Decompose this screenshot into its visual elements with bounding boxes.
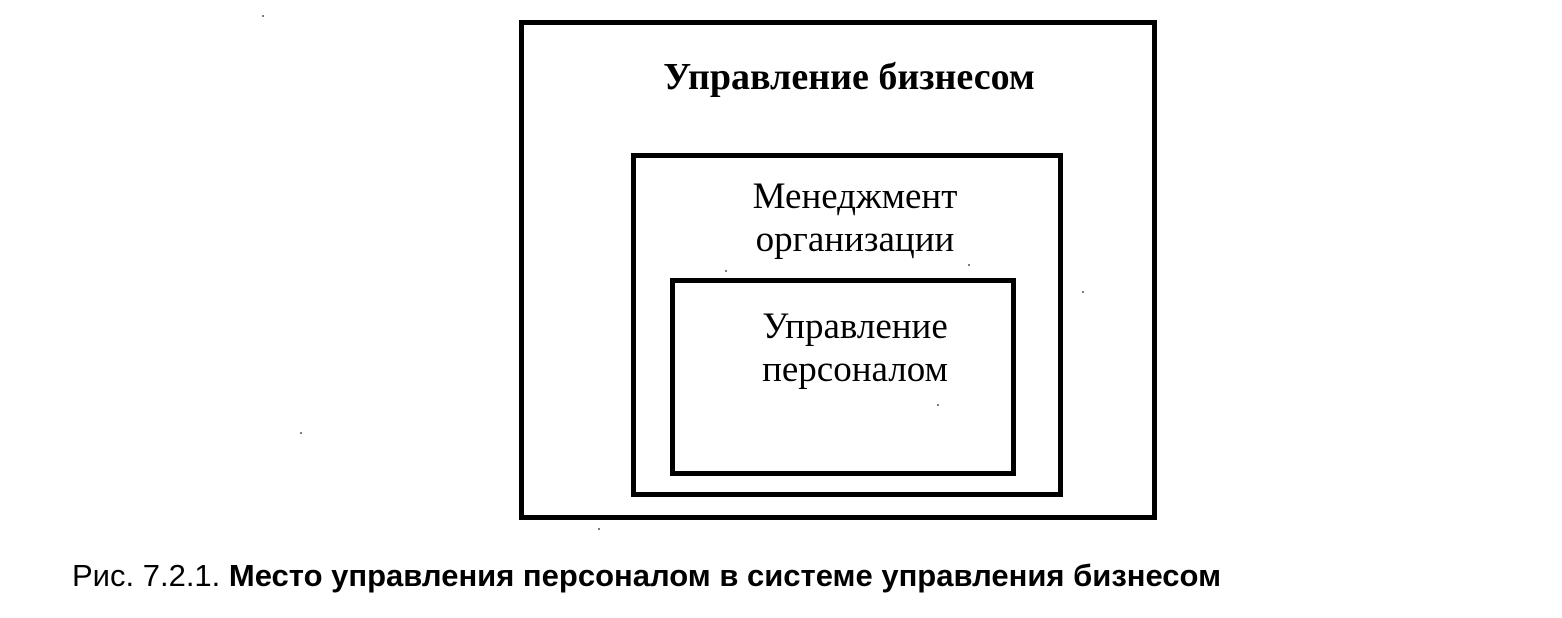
personnel-management-label-line-1: Управление — [762, 306, 948, 347]
personnel-management-box — [670, 278, 1016, 476]
scan-speck — [598, 528, 600, 530]
figure-caption: Рис. 7.2.1. Место управления персоналом … — [72, 558, 1512, 594]
organization-management-label-line-2: организации — [755, 218, 955, 260]
scan-speck — [968, 264, 970, 266]
scan-speck — [1082, 291, 1084, 293]
scan-speck — [262, 15, 264, 17]
scan-speck — [300, 432, 302, 434]
personnel-management-label-line-2: персоналом — [762, 348, 948, 390]
personnel-management-label: Управление персоналом — [710, 306, 1000, 391]
figure-caption-title: Место управления персоналом в системе уп… — [228, 558, 1221, 593]
business-management-label: Управление бизнесом — [663, 56, 1035, 98]
figure-caption-number: Рис. 7.2.1. — [72, 558, 221, 593]
organization-management-label-line-1: Менеджмент — [752, 176, 958, 217]
scan-speck — [725, 270, 727, 272]
organization-management-label: Менеджмент организации — [720, 176, 990, 261]
scan-speck — [937, 404, 939, 406]
